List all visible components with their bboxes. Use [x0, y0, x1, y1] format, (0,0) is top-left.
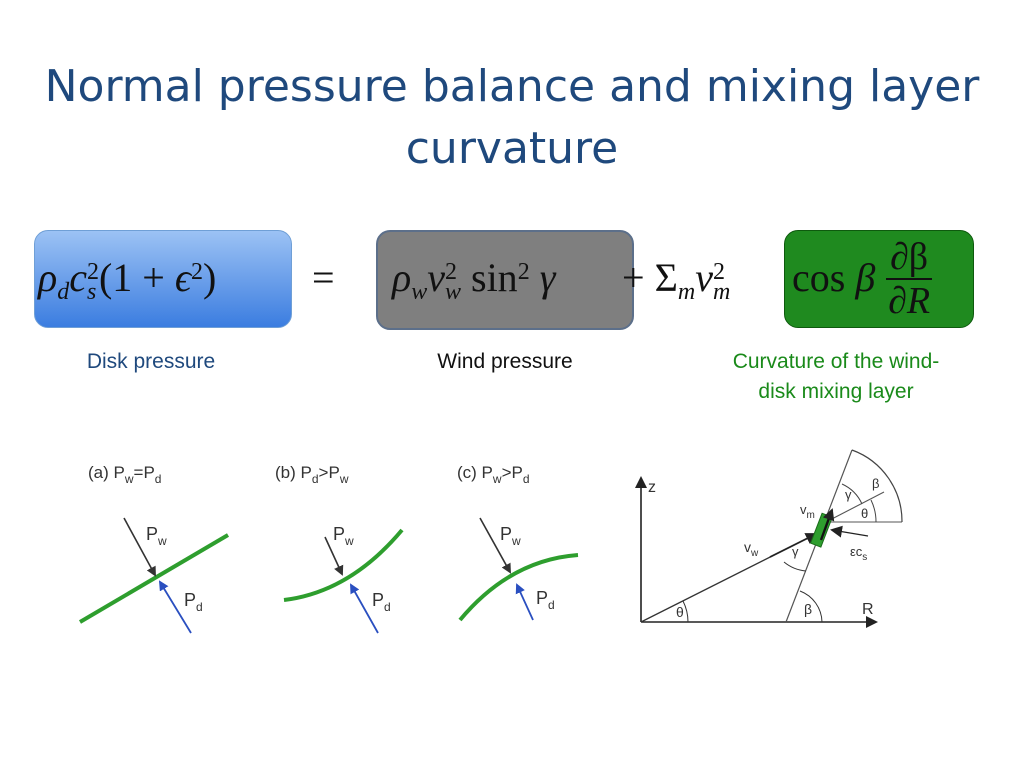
gamma-label-upper: γ — [845, 487, 852, 502]
panel-b-disk-dominant: (b) Pd>Pw Pw Pd — [275, 463, 404, 634]
epsilon-superscript: 2 — [190, 258, 203, 285]
v-subscript: m — [712, 278, 731, 305]
panel-c-pw-arrow — [479, 517, 511, 574]
gamma-label-lower: γ — [792, 544, 799, 559]
curvature-fraction: ∂β ∂R — [886, 236, 933, 322]
epsilon-symbol: ϵ — [174, 255, 191, 300]
v-symbol: v — [427, 255, 445, 300]
slide-title: Normal pressure balance and mixing layer… — [44, 61, 980, 174]
panel-c-pd-arrow — [515, 583, 534, 621]
theta-label-upper: θ — [861, 506, 868, 521]
panel-a-pd-label: Pd — [184, 590, 203, 614]
r-axis-label: R — [862, 601, 874, 618]
ecs-arrow — [830, 525, 869, 538]
fraction-numerator: ∂β — [886, 236, 933, 280]
panel-a-pd-arrow — [158, 580, 192, 634]
wind-pressure-highlight-box — [376, 230, 634, 330]
curvature-label: Curvature of the wind- disk mixing layer — [706, 347, 966, 407]
sin-function: sin — [471, 255, 518, 300]
equals-sign: = — [312, 255, 335, 300]
rho-subscript: w — [411, 278, 428, 305]
v-symbol: v — [695, 255, 713, 300]
beta-arc-lower — [799, 590, 823, 623]
panel-a-equal-pressure: (a) Pw=Pd Pw Pd — [78, 463, 230, 634]
curvature-label-line2: disk mixing layer — [758, 380, 914, 403]
panel-b-pd-arrow — [350, 583, 379, 634]
ray-extension-line — [825, 491, 885, 523]
panel-c-wind-dominant: (c) Pw>Pd Pw Pd — [457, 463, 579, 622]
panel-a-pw-arrow — [123, 517, 156, 577]
sigma-subscript: m — [677, 278, 696, 305]
vw-arrow — [769, 533, 818, 558]
panel-c-title: (c) Pw>Pd — [457, 463, 530, 486]
beta-label-upper: β — [872, 476, 879, 491]
theta-label: θ — [676, 604, 684, 620]
theta-arc-upper — [870, 499, 877, 523]
vm-arrow — [819, 508, 835, 541]
paren-close: ) — [202, 255, 217, 300]
disk-pressure-label: Disk pressure — [86, 350, 216, 373]
wind-pressure-label: Wind pressure — [437, 350, 573, 373]
gamma-arc-upper — [841, 483, 863, 505]
sin-superscript: 2 — [517, 258, 530, 285]
panel-a-title: (a) Pw=Pd — [88, 463, 161, 486]
panel-c-pw-label: Pw — [500, 524, 521, 548]
vw-label: vw — [744, 539, 759, 559]
vm-label: vm — [800, 502, 815, 521]
gamma-arc-lower — [783, 561, 807, 572]
panel-b-pd-label: Pd — [372, 590, 391, 614]
cos-function: cos — [792, 255, 846, 300]
panel-b-pw-arrow — [324, 536, 344, 576]
gamma-symbol: γ — [539, 255, 556, 300]
beta-arc-upper — [851, 449, 903, 523]
panel-b-pw-label: Pw — [333, 524, 354, 548]
rho-symbol: ρ — [38, 255, 58, 300]
panel-c-pd-label: Pd — [536, 588, 555, 612]
paren-open: (1 + — [98, 255, 175, 300]
v-subscript: w — [444, 278, 461, 305]
panel-b-title: (b) Pd>Pw — [275, 463, 349, 486]
panel-a-mixing-layer — [78, 533, 230, 624]
panel-c-mixing-layer — [458, 553, 579, 622]
plus-sign: + — [622, 255, 645, 300]
fraction-denominator: ∂R — [888, 280, 931, 322]
curvature-label-line1: Curvature of the wind- — [732, 350, 940, 373]
z-axis-label: z — [648, 479, 656, 496]
panel-b-mixing-layer — [283, 528, 404, 602]
rho-symbol: ρ — [392, 255, 412, 300]
ecs-label: εcs — [850, 544, 867, 563]
curvature-highlight-box — [784, 230, 974, 328]
rho-subscript: d — [57, 278, 70, 305]
c-symbol: c — [69, 255, 87, 300]
theta-arc — [682, 600, 689, 623]
c-subscript: s — [86, 278, 97, 305]
v-superscript: 2 — [444, 258, 457, 285]
v-superscript: 2 — [712, 258, 725, 285]
geometry-diagram: z R θ vw β γ β γ θ vm εcs — [635, 449, 903, 628]
beta-symbol: β — [855, 255, 876, 300]
beta-label-lower: β — [804, 601, 812, 617]
panel-a-pw-label: Pw — [146, 524, 167, 548]
c-superscript: 2 — [86, 258, 99, 285]
disk-pressure-highlight-box — [34, 230, 292, 328]
sigma-symbol: Σ — [654, 255, 678, 300]
equation-curvature-term: cos β — [792, 258, 875, 298]
